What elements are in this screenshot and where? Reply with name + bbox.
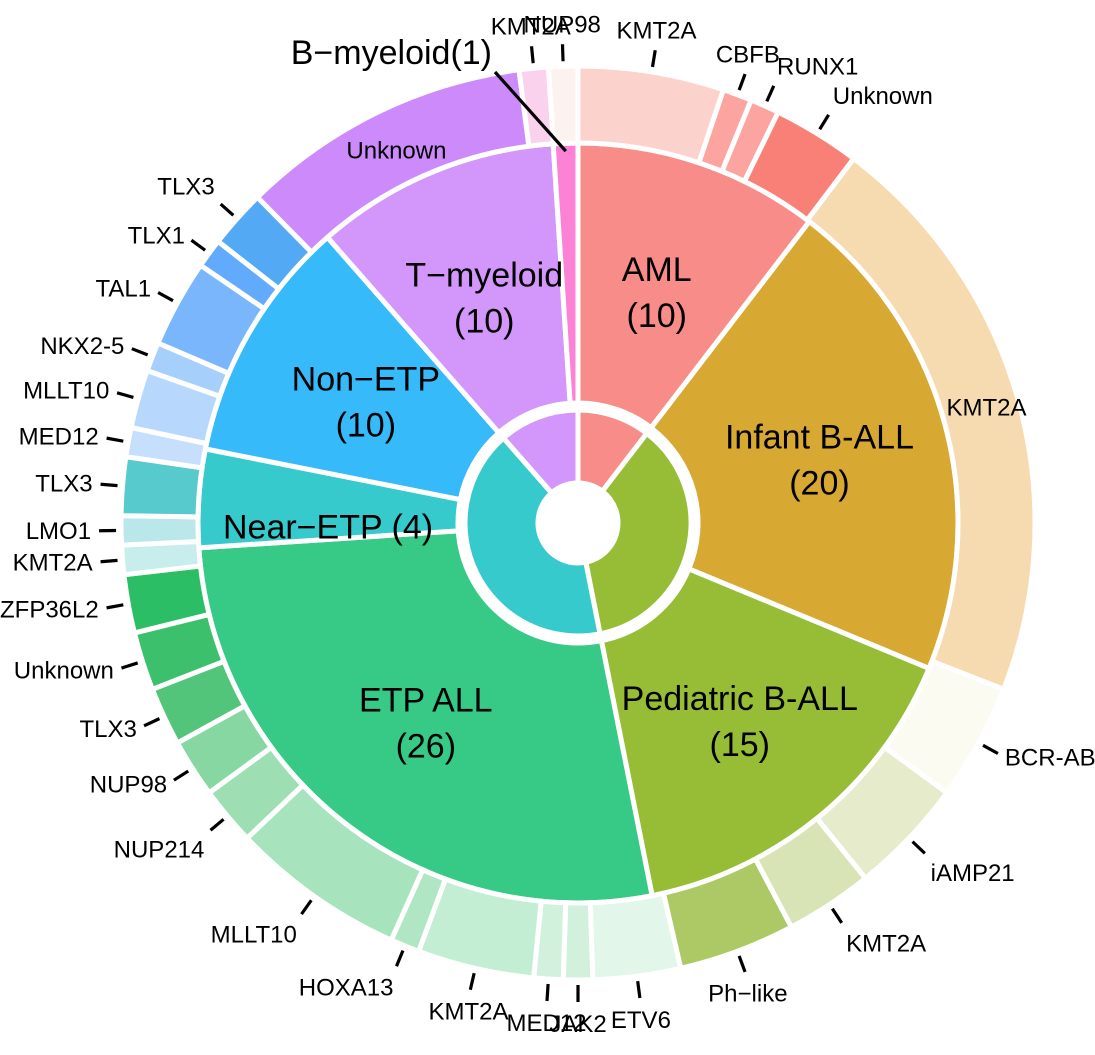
leader-line [174,771,188,780]
outer-segment-lmo1 [121,516,198,546]
outer-label-tlx3: TLX3 [35,471,92,498]
b-myeloid-label: B−myeloid(1) [291,34,492,72]
leader-line [121,663,137,668]
outer-label-kmt2a: KMT2A [429,999,509,1026]
outer-label-nup98: NUP98 [90,771,167,798]
leader-line [191,240,205,250]
middle-count-non-etp: (10) [336,407,396,445]
middle-label-pediatric-b-all: Pediatric B-ALL [622,680,858,718]
middle-count-infant-b-all: (20) [789,464,849,502]
center-hole [542,487,614,559]
leader-line [301,900,311,914]
leader-line [638,981,640,998]
outer-label-zfp36l2: ZFP36L2 [0,596,99,623]
leader-line [396,951,402,967]
leader-line [117,393,133,398]
outer-label-mllt10: MLLT10 [211,922,297,949]
middle-label-t-myeloid: T−myeloid [405,257,563,295]
outer-label-kmt2a: KMT2A [947,395,1027,422]
leader-line [767,86,774,102]
middle-count-t-myeloid: (10) [454,303,514,341]
leader-line [820,115,829,129]
leader-line [739,74,745,90]
middle-count-pediatric-b-all: (15) [710,726,770,764]
outer-label-unknown: Unknown [833,83,933,110]
middle-label-aml: AML [622,251,692,289]
outer-label-iamp21: iAMP21 [931,860,1015,887]
leader-line [913,842,925,854]
outer-label-kmt2a: KMT2A [846,931,926,958]
outer-label-kmt2a: KMT2A [13,549,93,576]
outer-label-cbfb: CBFB [716,42,780,69]
middle-count-etp-all: (26) [396,727,456,765]
outer-label-tlx3: TLX3 [157,174,214,201]
outer-label-tlx3: TLX3 [79,716,136,743]
leader-line [107,438,124,441]
middle-label-near-etp: Near−ETP (4) [223,509,433,547]
leader-line [144,719,159,726]
leader-line [832,909,841,923]
outer-label-tlx1: TLX1 [128,222,185,249]
outer-label-tal1: TAL1 [95,276,151,303]
leader-line [739,956,745,972]
outer-label-kmt2a: KMT2A [617,17,697,44]
outer-label-med12: MED12 [19,424,99,451]
middle-label-etp-all: ETP ALL [359,681,493,719]
outer-label-bcr-abl: BCR-ABL [1005,744,1095,771]
outer-label-runx1: RUNX1 [777,54,858,81]
leader-line [211,819,224,830]
outer-label-ph-like: Ph−like [708,980,787,1007]
leader-line [652,50,655,67]
leader-line [101,560,118,561]
leader-line [107,605,124,608]
outer-label-etv6: ETV6 [611,1007,671,1034]
outer-label-nkx2-5: NKX2-5 [40,333,124,360]
middle-label-infant-b-all: Infant B-ALL [725,418,914,456]
leader-line [532,46,534,63]
outer-label-hoxa13: HOXA13 [299,975,394,1002]
leader-line [547,984,548,1001]
outer-label-mllt10: MLLT10 [23,378,109,405]
outer-label-med12: MED12 [506,1010,586,1037]
outer-label-nup98: NUP98 [524,11,601,38]
leader-line [101,484,118,485]
outer-label-nup214: NUP214 [114,836,205,863]
middle-label-non-etp: Non−ETP [292,361,440,399]
outer-segment-etv6 [590,893,680,979]
outer-label-lmo1: LMO1 [26,518,91,545]
leader-line [562,44,563,61]
outer-label-unknown: Unknown [14,657,114,684]
leader-line [221,204,234,215]
leader-line [470,973,474,990]
leader-line [983,745,998,753]
outer-label-unknown: Unknown [346,137,446,164]
outer-segment-nup98 [548,66,578,144]
leader-line [158,293,173,301]
leader-line [132,349,148,355]
middle-count-aml: (10) [627,297,687,335]
